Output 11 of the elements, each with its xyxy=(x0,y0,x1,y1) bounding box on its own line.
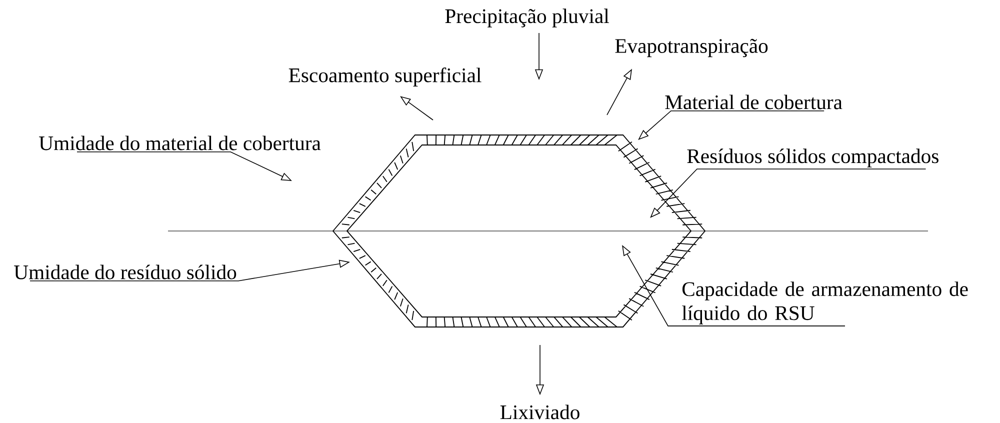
leader-line xyxy=(650,168,926,218)
flow-label: Evapotranspiração xyxy=(615,38,768,58)
callout-label: Material de cobertura xyxy=(665,94,842,110)
callout-label: Resíduos sólidos compactados xyxy=(687,148,938,168)
leader-line xyxy=(638,110,824,140)
flow-label: Precipitação pluvial xyxy=(445,8,609,28)
flow-label: Lixiviado xyxy=(500,404,580,420)
callout-label: Umidade do material de cobertura xyxy=(39,136,321,150)
callout-label: Capacidade de armazenamento de líquido do RSU xyxy=(682,282,968,324)
callout-label: Umidade do resíduo sólido xyxy=(14,264,236,280)
flow-label: Escoamento superficial xyxy=(288,68,482,86)
